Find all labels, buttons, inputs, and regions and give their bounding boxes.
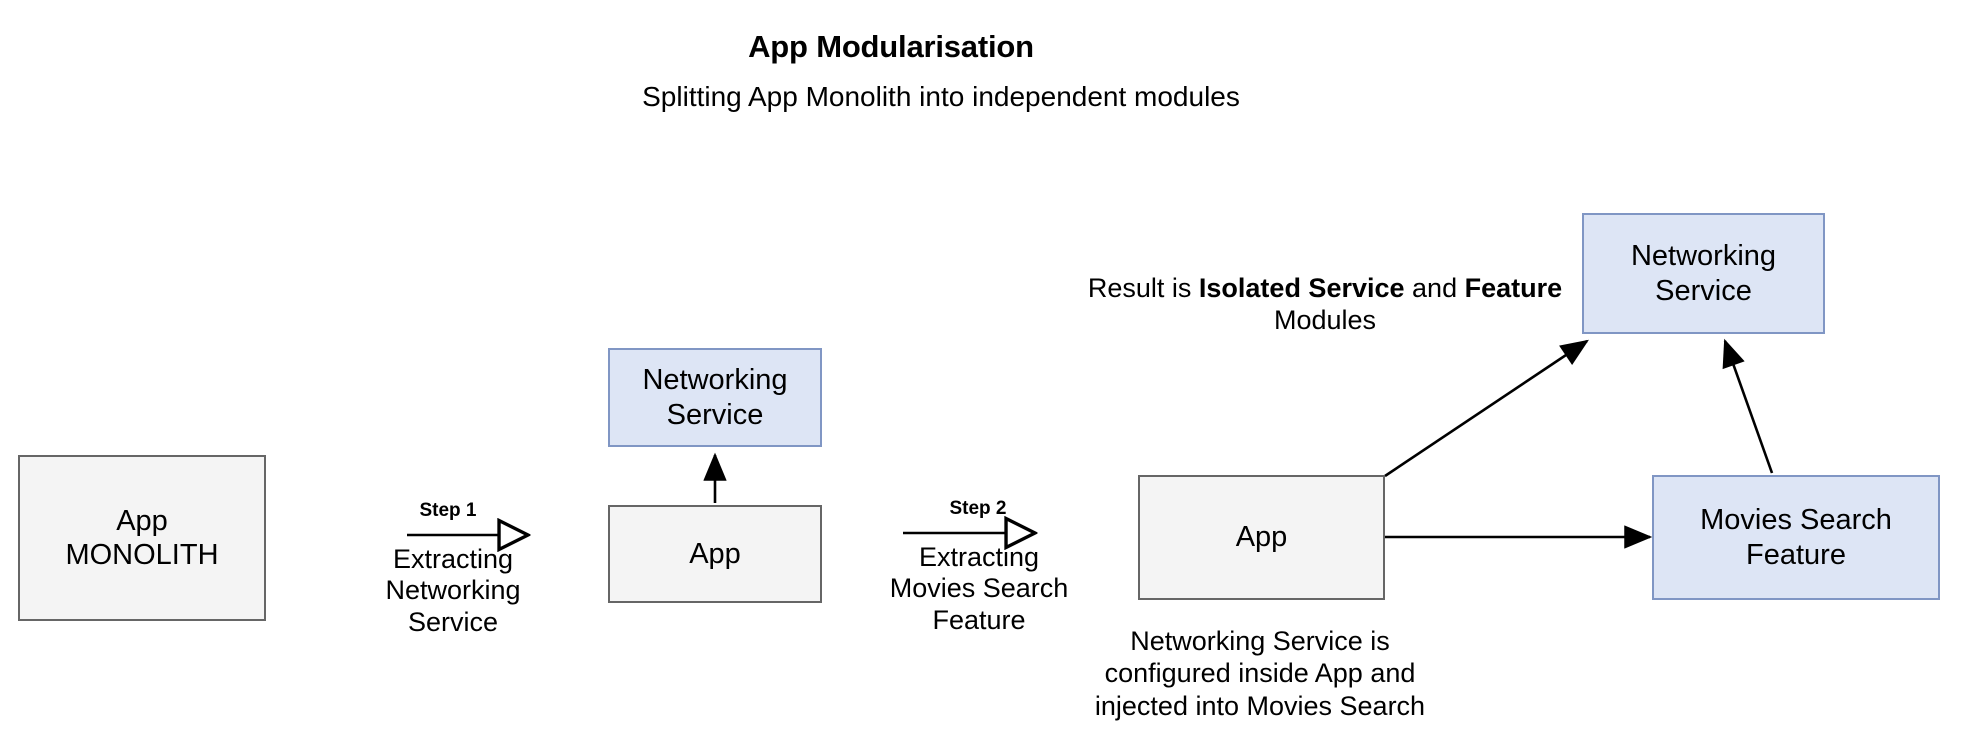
node-label-line1: App [116, 504, 168, 537]
note-result: Result is Isolated Service and Feature M… [1085, 272, 1565, 337]
note-result-part3: Modules [1273, 305, 1377, 336]
step2-desc-line1: Extracting [918, 542, 1040, 572]
step2-desc-line3: Feature [932, 604, 1026, 635]
note-injection-line2: configured inside App and [1104, 658, 1416, 689]
node-label-line2: Service [1655, 274, 1752, 307]
node-label-line2: Service [666, 398, 764, 431]
step2-description: Extracting Movies Search Feature [850, 542, 1108, 636]
note-injection: Networking Service is configured inside … [1045, 625, 1475, 722]
node-networking-service-right[interactable]: Networking Service [1582, 213, 1825, 334]
note-result-bold2: Feature [1464, 273, 1563, 303]
note-result-part2: and [1404, 273, 1465, 303]
node-label: Networking Service [1631, 239, 1776, 307]
node-label-line1: Networking [1630, 240, 1777, 273]
node-label: Movies Search Feature [1700, 503, 1892, 571]
step1-desc-line2: Networking [385, 575, 521, 606]
node-label: App MONOLITH [65, 504, 218, 572]
node-label-line1: App [1235, 521, 1288, 554]
arrow-app-to-networking-right [1384, 339, 1589, 478]
step2-desc-line2: Movies Search [889, 573, 1069, 604]
note-result-part1: Result is [1087, 273, 1199, 303]
node-app-monolith[interactable]: App MONOLITH [18, 455, 266, 621]
note-injection-line3: injected into Movies Search [1094, 690, 1426, 721]
page-title: App Modularisation [748, 29, 1034, 64]
node-app-middle[interactable]: App [608, 505, 822, 603]
node-label: Networking Service [642, 363, 787, 431]
page-subtitle: Splitting App Monolith into independent … [642, 81, 1240, 112]
node-networking-service-middle[interactable]: Networking Service [608, 348, 822, 447]
node-label-line1: Movies Search [1700, 504, 1892, 537]
step1-desc-line1: Extracting [392, 544, 514, 574]
step1-label: Step 1 [419, 500, 477, 521]
node-label-line2: Feature [1746, 538, 1846, 571]
node-label: App [689, 537, 741, 571]
note-injection-line1: Networking Service is [1130, 626, 1390, 656]
node-label-line1: Networking [642, 364, 788, 397]
node-label: App [1236, 520, 1288, 554]
step1-desc-line3: Service [407, 606, 499, 637]
node-label-line2: MONOLITH [65, 539, 219, 571]
step1-description: Extracting Networking Service [373, 544, 533, 638]
arrow-movies-to-networking [1722, 338, 1774, 474]
node-label-line1: App [689, 537, 741, 570]
note-result-bold1: Isolated Service [1198, 273, 1405, 303]
step2-label: Step 2 [949, 498, 1007, 519]
node-app-right[interactable]: App [1138, 475, 1385, 600]
node-movies-search-feature[interactable]: Movies Search Feature [1652, 475, 1940, 600]
